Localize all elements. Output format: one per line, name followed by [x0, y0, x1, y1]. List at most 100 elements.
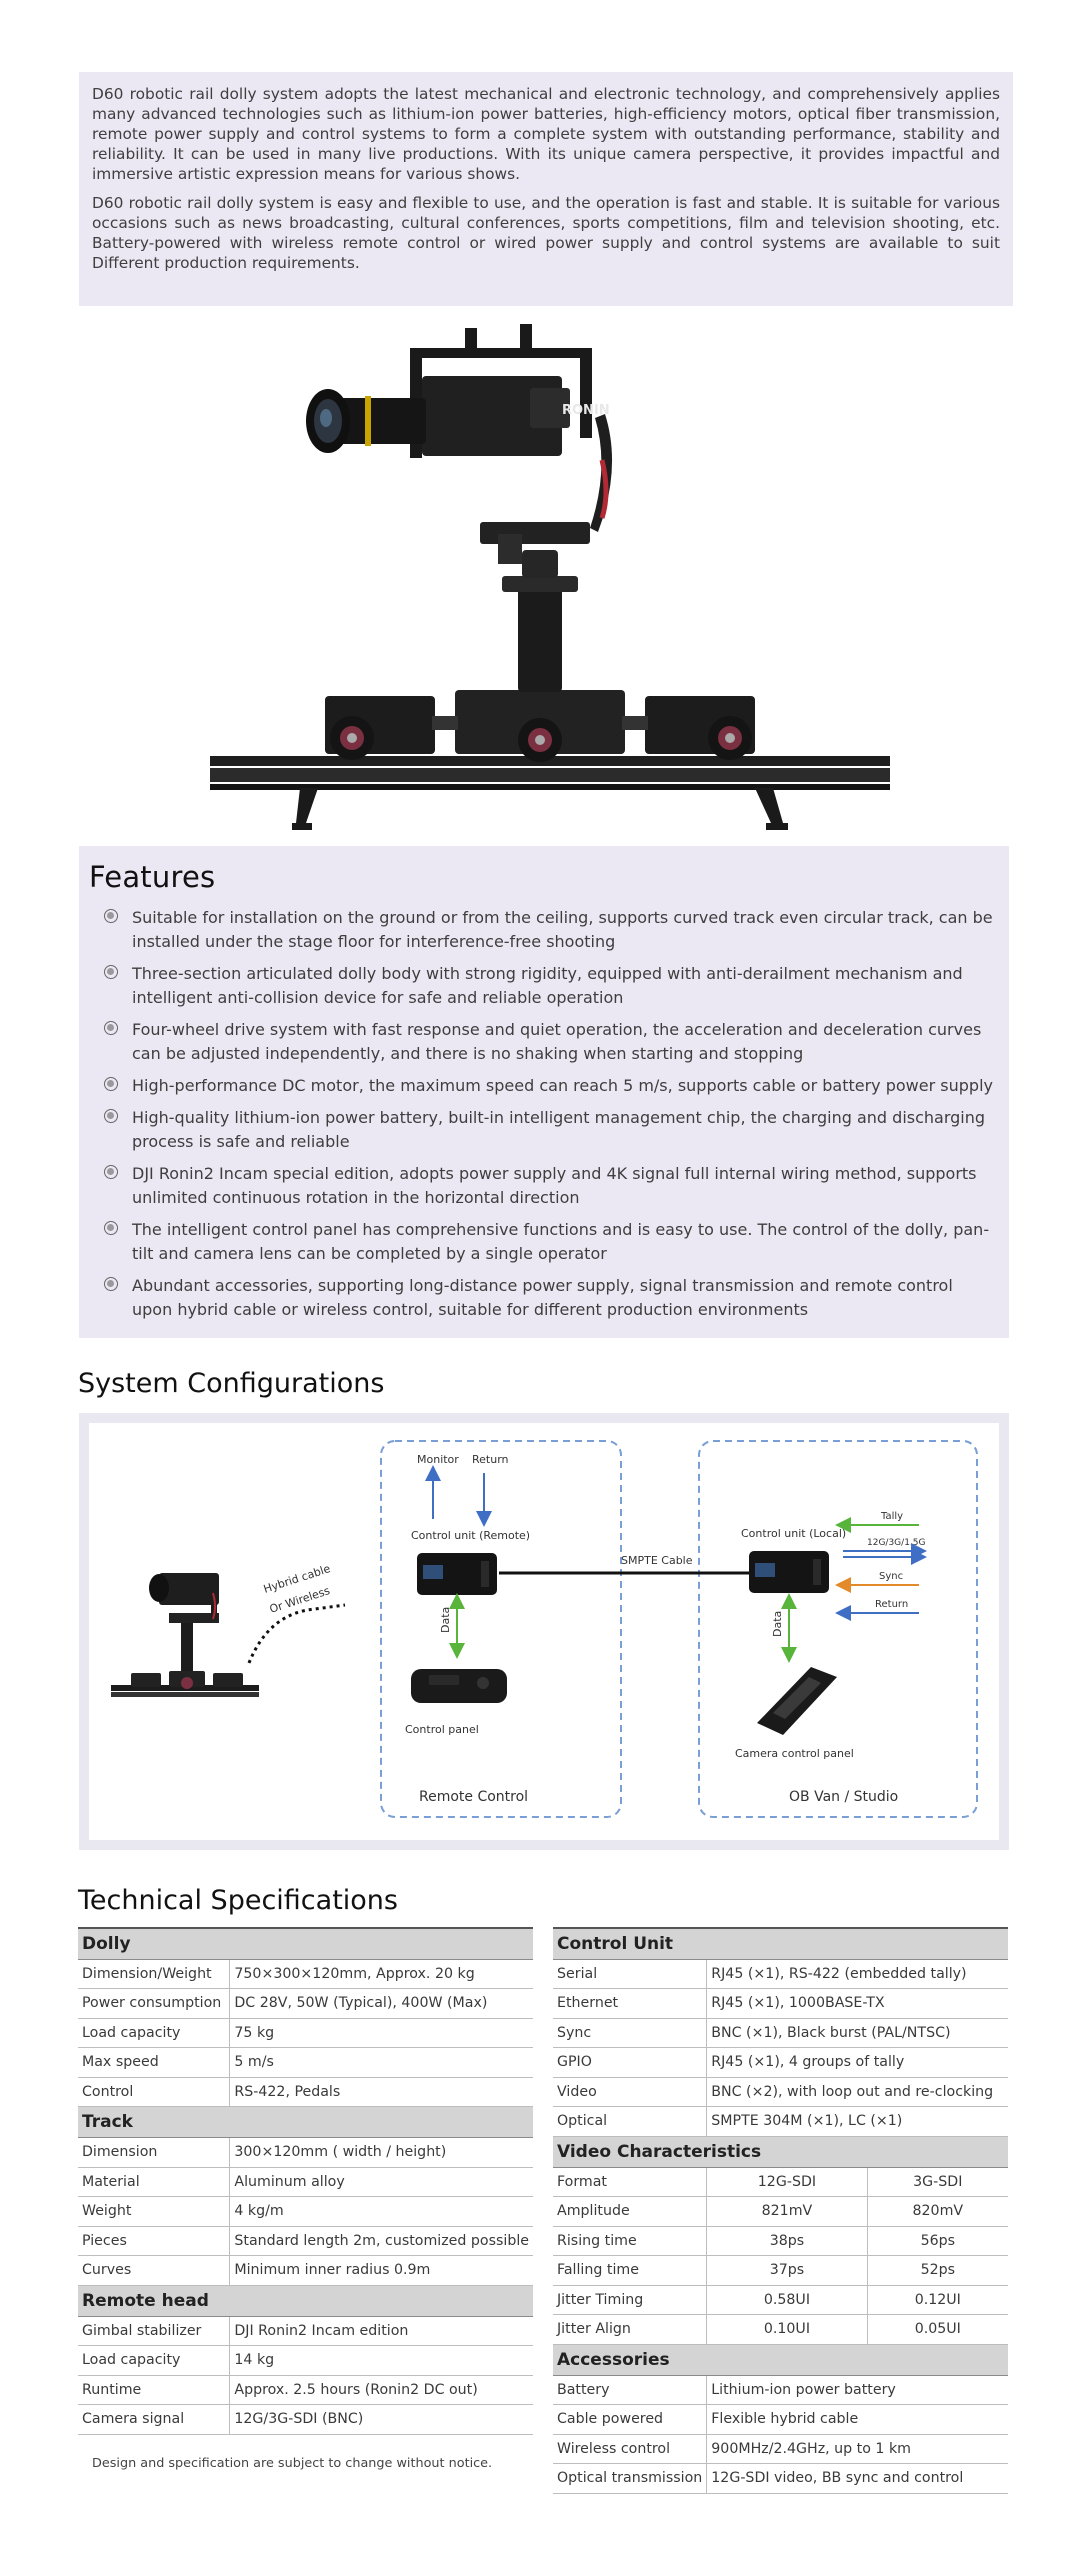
spec-value: Aluminum alloy — [229, 2167, 533, 2197]
track-header: Track — [78, 2106, 533, 2138]
data-label-left: Data — [439, 1607, 452, 1633]
tech-spec-heading: Technical Specifications — [78, 1885, 398, 1916]
smpte-cable-label: SMPTE Cable — [621, 1554, 693, 1567]
sdi-label: 12G/3G/1.5G — [867, 1538, 926, 1548]
spec-value: 0.05UI — [867, 2314, 1008, 2345]
spec-value: 75 kg — [229, 2018, 533, 2048]
spec-key: Battery — [553, 2375, 708, 2405]
intro-paragraph-2: D60 robotic rail dolly system is easy an… — [92, 194, 1000, 272]
bullet-icon — [104, 1021, 118, 1035]
spec-key: Gimbal stabilizer — [78, 2316, 231, 2346]
spec-key: Dimension — [78, 2137, 231, 2168]
intro-paragraph-1: D60 robotic rail dolly system adopts the… — [92, 85, 1000, 183]
spec-value: 52ps — [867, 2255, 1008, 2286]
spec-key: Curves — [78, 2255, 231, 2286]
spec-key: Ethernet — [553, 1988, 708, 2019]
spec-value: Approx. 2.5 hours (Ronin2 DC out) — [229, 2375, 533, 2405]
spec-key: Load capacity — [78, 2345, 231, 2376]
features-panel: Features Suitable for installation on th… — [79, 846, 1009, 1338]
ronin-logo-text: RONIN — [562, 403, 610, 418]
ob-van-label: OB Van / Studio — [789, 1789, 898, 1805]
remote-control-box — [380, 1440, 622, 1818]
control-unit-local-label: Control unit (Local) — [741, 1527, 846, 1540]
spec-key: Falling time — [553, 2255, 708, 2286]
spec-value: BNC (×2), with loop out and re-clocking — [706, 2077, 1008, 2107]
feature-text: High-quality lithium-ion power battery, … — [132, 1108, 986, 1151]
spec-group-header: Control Unit — [553, 1927, 1008, 1960]
bullet-icon — [104, 1277, 118, 1291]
features-heading: Features — [89, 860, 216, 894]
spec-key: Cable powered — [553, 2404, 708, 2435]
camera-control-panel-label: Camera control panel — [735, 1747, 854, 1760]
spec-value: DC 28V, 50W (Typical), 400W (Max) — [229, 1988, 533, 2019]
control-unit-local-device — [749, 1551, 829, 1593]
control-unit-header: Control Unit — [553, 1927, 1008, 1960]
spec-value: RJ45 (×1), RS-422 (embedded tally) — [706, 1959, 1008, 1989]
spec-value: 37ps — [706, 2255, 868, 2286]
feature-text: Abundant accessories, supporting long-di… — [132, 1276, 953, 1319]
control-unit-remote-label: Control unit (Remote) — [411, 1529, 530, 1542]
small-dolly-icon — [111, 1573, 259, 1697]
dolly-product-image: RONIN — [210, 324, 890, 830]
spec-key: GPIO — [553, 2047, 708, 2078]
system-config-heading: System Configurations — [78, 1368, 385, 1399]
spec-key: Runtime — [78, 2375, 231, 2405]
remote-control-label: Remote Control — [419, 1789, 528, 1805]
bullet-icon — [104, 1165, 118, 1179]
tally-label: Tally — [880, 1511, 903, 1522]
spec-value: 820mV — [867, 2196, 1008, 2227]
spec-value: 14 kg — [229, 2345, 533, 2376]
feature-item: Abundant accessories, supporting long-di… — [89, 1274, 995, 1322]
system-config-diagram-frame: Hybrid cable Or Wireless Monitor Return … — [79, 1413, 1009, 1850]
spec-value: 12G-SDI video, BB sync and control — [706, 2463, 1008, 2494]
feature-text: DJI Ronin2 Incam special edition, adopts… — [132, 1164, 977, 1207]
spec-value: Lithium-ion power battery — [706, 2375, 1008, 2405]
spec-value: 900MHz/2.4GHz, up to 1 km — [706, 2434, 1008, 2464]
spec-value: RS-422, Pedals — [229, 2077, 533, 2107]
spec-value: 38ps — [706, 2226, 868, 2256]
spec-key: Optical — [553, 2106, 708, 2137]
spec-value: SMPTE 304M (×1), LC (×1) — [706, 2106, 1008, 2137]
control-panel-label: Control panel — [405, 1723, 479, 1736]
spec-group-header: Track — [78, 2106, 533, 2138]
spec-key: Jitter Timing — [553, 2285, 708, 2315]
spec-key: Load capacity — [78, 2018, 231, 2048]
feature-text: High-performance DC motor, the maximum s… — [132, 1076, 993, 1095]
spec-key: Optical transmission — [553, 2463, 708, 2494]
feature-item: Three-section articulated dolly body wit… — [89, 962, 995, 1010]
spec-group-header: Dolly — [78, 1927, 533, 1960]
monitor-label: Monitor — [417, 1453, 459, 1466]
remote-head-header: Remote head — [78, 2285, 533, 2317]
spec-group-header: Video Characteristics — [553, 2136, 1008, 2168]
bullet-icon — [104, 965, 118, 979]
data-label-right: Data — [771, 1611, 784, 1637]
spec-key: Material — [78, 2167, 231, 2197]
spec-value: 4 kg/m — [229, 2196, 533, 2227]
bullet-icon — [104, 1221, 118, 1235]
spec-value: 821mV — [706, 2196, 868, 2227]
spec-key: Control — [78, 2077, 231, 2107]
spec-value: Minimum inner radius 0.9m — [229, 2255, 533, 2286]
control-unit-remote-device — [417, 1553, 497, 1595]
